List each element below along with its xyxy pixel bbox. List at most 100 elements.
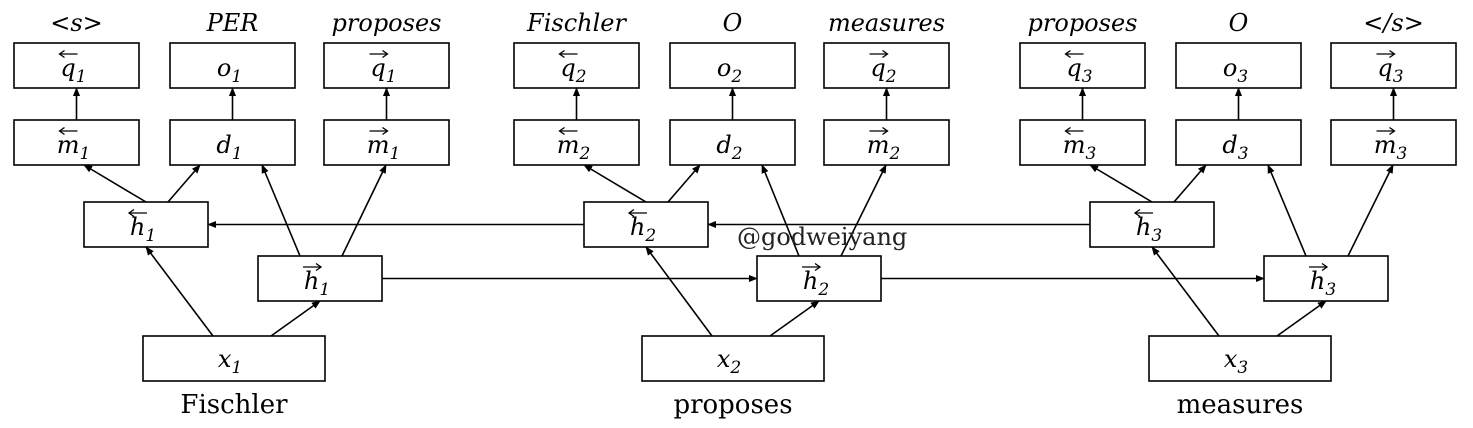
top-label-center-3: o3 (1223, 54, 1248, 87)
arrow-x3-to-hb (1151, 246, 1220, 337)
middle-label-center-3: d3 (1222, 131, 1248, 164)
middle-box-right-1 (323, 119, 450, 166)
top-label-left-2: q2 (558, 49, 587, 87)
svg-text:q2: q2 (560, 54, 586, 87)
output-label-4: Fischler (526, 9, 627, 37)
svg-text:m2: m2 (867, 131, 901, 164)
output-label-6: measures (828, 9, 945, 37)
output-label-7: proposes (1028, 9, 1138, 37)
middle-box-left-3 (1019, 119, 1146, 166)
top-label-right-1: q1 (369, 49, 397, 87)
connection-arrows (72, 87, 1398, 337)
svg-text:d2: d2 (716, 131, 742, 164)
top-box-left-1 (13, 42, 140, 89)
backward-hidden-label-3: h3 (1133, 208, 1162, 246)
middle-label-right-1: m1 (367, 126, 400, 164)
forward-hidden-box-2 (756, 255, 882, 302)
arrow-hf2-to-right (840, 164, 887, 257)
top-label-center-1: o1 (217, 54, 242, 87)
top-box-left-2 (513, 42, 640, 89)
svg-text:q1: q1 (60, 54, 86, 87)
arrow-x1-to-hb (145, 246, 214, 337)
middle-box-right-2 (823, 119, 950, 166)
input-word-1: Fischler (180, 390, 288, 420)
top-label-left-1: q1 (58, 49, 87, 87)
top-box-right-3 (1330, 42, 1457, 89)
arrow-hb3-to-center (1173, 164, 1207, 203)
middle-label-left-2: m2 (557, 126, 590, 164)
input-box-1 (142, 335, 326, 382)
middle-label-center-1: d1 (216, 131, 242, 164)
svg-text:o2: o2 (717, 54, 742, 87)
middle-box-center-3 (1175, 119, 1302, 166)
output-label-2: PER (206, 9, 259, 37)
top-box-right-1 (323, 42, 450, 89)
middle-label-right-2: m2 (867, 126, 901, 164)
middle-label-left-1: m1 (57, 126, 91, 164)
svg-text:h2: h2 (803, 267, 829, 300)
arrow-hb2-to-left (583, 164, 647, 203)
svg-text:x1: x1 (218, 345, 242, 378)
node-boxes (13, 42, 1457, 382)
svg-text:q1: q1 (370, 54, 396, 87)
svg-text:m3: m3 (1063, 131, 1097, 164)
input-label-3: x3 (1224, 345, 1248, 378)
svg-text:h3: h3 (1136, 213, 1162, 246)
top-box-left-3 (1019, 42, 1146, 89)
middle-label-center-2: d2 (716, 131, 742, 164)
top-box-center-2 (669, 42, 796, 89)
middle-box-center-2 (669, 119, 796, 166)
backward-hidden-box-1 (83, 201, 209, 248)
input-box-2 (641, 335, 825, 382)
output-label-3: proposes (332, 9, 442, 37)
backward-hidden-label-1: h1 (127, 208, 156, 246)
input-label-2: x2 (717, 345, 741, 378)
svg-text:q2: q2 (870, 54, 896, 87)
top-label-right-2: q2 (869, 49, 897, 87)
arrow-hf1-to-center (261, 164, 301, 257)
forward-hidden-label-3: h3 (1309, 262, 1336, 300)
svg-text:m3: m3 (1374, 131, 1408, 164)
forward-hidden-label-2: h2 (802, 262, 829, 300)
middle-label-right-3: m3 (1374, 126, 1408, 164)
middle-label-left-3: m3 (1063, 126, 1097, 164)
node-labels: x1Fischlerh1h1m1q1<s>d1o1PERm1q1proposes… (50, 9, 1424, 420)
middle-box-left-2 (513, 119, 640, 166)
svg-text:d3: d3 (1222, 131, 1248, 164)
arrow-hf3-to-center (1267, 164, 1307, 257)
backward-hidden-box-3 (1089, 201, 1215, 248)
arrow-hf3-to-right (1347, 164, 1394, 257)
svg-text:o1: o1 (217, 54, 242, 87)
watermark-text: @godweiyang (737, 223, 907, 251)
middle-box-center-1 (169, 119, 296, 166)
top-box-center-1 (169, 42, 296, 89)
svg-text:m1: m1 (57, 131, 91, 164)
top-label-right-3: q3 (1376, 49, 1404, 87)
input-word-2: proposes (673, 390, 792, 420)
top-box-center-3 (1175, 42, 1302, 89)
output-label-1: <s> (50, 9, 103, 37)
svg-text:x3: x3 (1224, 345, 1248, 378)
arrow-x3-to-hf (1276, 300, 1327, 337)
forward-hidden-label-1: h1 (303, 262, 330, 300)
input-word-3: measures (1177, 390, 1304, 420)
svg-text:h1: h1 (130, 213, 156, 246)
svg-text:q3: q3 (1066, 54, 1092, 87)
output-label-5: O (723, 9, 743, 37)
middle-box-left-1 (13, 119, 140, 166)
arrow-x2-to-hb (645, 246, 713, 337)
forward-hidden-box-1 (257, 255, 383, 302)
top-label-left-3: q3 (1064, 49, 1093, 87)
svg-text:h3: h3 (1310, 267, 1336, 300)
arrow-hf2-to-center (761, 164, 800, 257)
arrow-hb1-to-center (167, 164, 201, 203)
input-box-3 (1148, 335, 1332, 382)
svg-text:h1: h1 (304, 267, 330, 300)
arrow-hb2-to-center (667, 164, 701, 203)
svg-text:o3: o3 (1223, 54, 1248, 87)
arrow-hb3-to-left (1089, 164, 1153, 203)
svg-text:d1: d1 (216, 131, 242, 164)
top-label-center-2: o2 (717, 54, 742, 87)
backward-hidden-box-2 (583, 201, 709, 248)
